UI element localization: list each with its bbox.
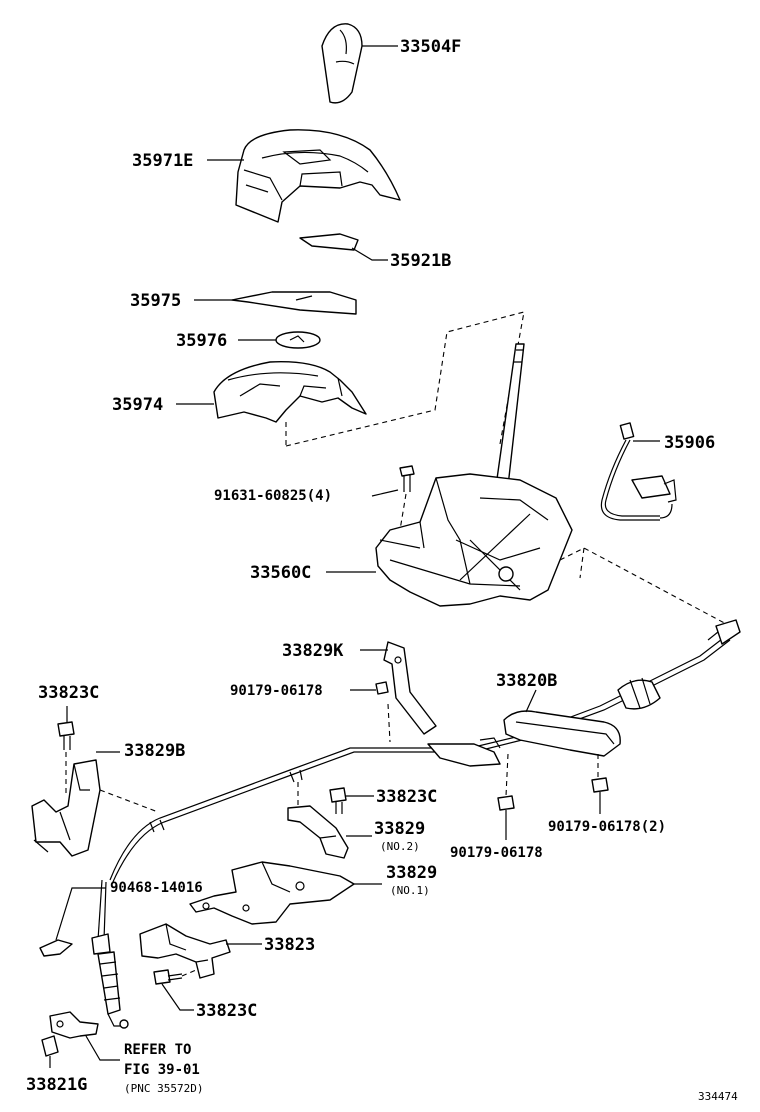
label-bolt-90179-2: 90179-06178(2) xyxy=(548,819,666,835)
bolt-90179-2-part[interactable] xyxy=(591,777,609,793)
label-grommet: 33821G xyxy=(26,1075,87,1095)
label-bracket-no1: 33829 xyxy=(386,863,437,883)
label-bracket-no2-sub: (NO.2) xyxy=(380,840,420,853)
label-refer-3: (PNC 35572D) xyxy=(124,1082,203,1095)
bracket-no1-part[interactable] xyxy=(189,861,355,925)
label-housing: 35974 xyxy=(112,395,163,415)
label-clip: 90468-14016 xyxy=(110,880,203,896)
label-bracket-no1-sub: (NO.1) xyxy=(390,884,430,897)
bracket-k-part[interactable] xyxy=(383,641,437,735)
label-bracket-33823: 33823 xyxy=(264,935,315,955)
bolt-90179-a-part[interactable] xyxy=(375,681,389,695)
grommet-part[interactable] xyxy=(41,1035,59,1057)
clip-part[interactable] xyxy=(39,939,73,957)
label-cable: 33820B xyxy=(496,671,557,691)
housing-part[interactable] xyxy=(213,361,367,423)
plate-b-part[interactable] xyxy=(299,233,359,251)
bolt-90179-b-part[interactable] xyxy=(497,795,515,811)
refer-bracket-part[interactable] xyxy=(49,1011,99,1039)
label-knob: 33504F xyxy=(400,37,461,57)
label-bolt-91631: 91631-60825(4) xyxy=(214,488,332,504)
figure-number: 334474 xyxy=(698,1090,738,1103)
label-shift-lever-assy: 33560C xyxy=(250,563,311,583)
label-bolt-33823c-top: 33823C xyxy=(38,683,99,703)
bolt-33823c-mid-part[interactable] xyxy=(329,787,347,814)
shift-lever-assy-part[interactable] xyxy=(375,343,573,607)
label-refer-2: FIG 39-01 xyxy=(124,1062,200,1078)
bolt-33823c-bottom-part[interactable] xyxy=(153,969,183,985)
label-bolt-90179-b: 90179-06178 xyxy=(450,845,543,861)
bracket-b-part[interactable] xyxy=(31,759,101,857)
bracket-no2-part[interactable] xyxy=(287,805,349,859)
label-plate-b: 35921B xyxy=(390,251,451,271)
label-refer-1: REFER TO xyxy=(124,1042,191,1058)
label-bolt-90179-a: 90179-06178 xyxy=(230,683,323,699)
label-bracket-b: 33829B xyxy=(124,741,185,761)
label-bolt-33823c-mid: 33823C xyxy=(376,787,437,807)
bracket-33823-part[interactable] xyxy=(139,923,231,979)
label-indicator-plate: 35975 xyxy=(130,291,181,311)
label-bezel-cover: 35971E xyxy=(132,151,193,171)
label-bracket-k: 33829K xyxy=(282,641,344,661)
label-wire-harness: 35906 xyxy=(664,433,715,453)
bezel-cover-part[interactable] xyxy=(235,129,401,223)
wire-harness-part[interactable] xyxy=(600,422,677,521)
small-plate-part[interactable] xyxy=(275,331,321,349)
indicator-plate-part[interactable] xyxy=(231,291,357,315)
bolt-33823c-top-part[interactable] xyxy=(57,721,75,750)
bolt-91631-part[interactable] xyxy=(399,465,415,492)
label-bracket-no2: 33829 xyxy=(374,819,425,839)
knob-part[interactable] xyxy=(321,23,363,104)
label-small-plate: 35976 xyxy=(176,331,227,351)
label-bolt-33823c-bottom: 33823C xyxy=(196,1001,257,1021)
cable-part[interactable] xyxy=(91,619,741,1029)
